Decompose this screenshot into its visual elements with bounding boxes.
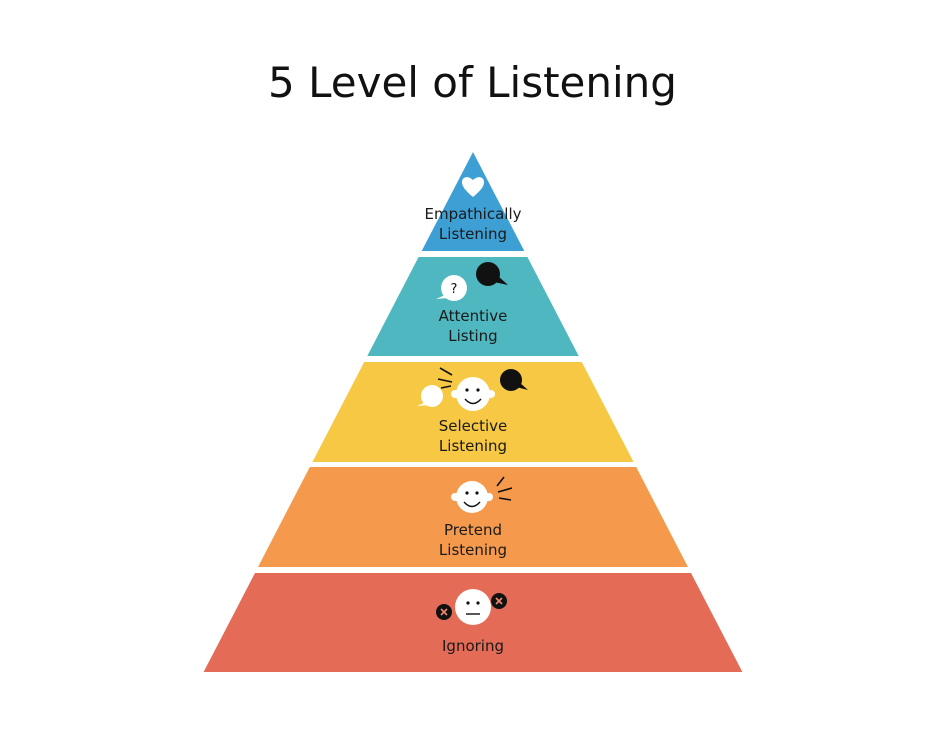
speech-bubble-icon xyxy=(476,262,508,286)
sound-lines-icon xyxy=(437,367,453,389)
level-empathically-listening: Empathically Listening xyxy=(421,152,525,251)
level-label-line2: Listening xyxy=(439,225,507,243)
speech-bubble-icon xyxy=(417,385,443,407)
level-label-line2: Listing xyxy=(448,327,497,345)
level-label-line2: Listening xyxy=(439,541,507,559)
level-label-line1: Attentive xyxy=(439,307,508,325)
level-ignoring: Ignoring xyxy=(203,573,743,672)
question-mark: ? xyxy=(451,282,458,297)
x-mark-icon xyxy=(491,593,507,609)
smiling-face-icon xyxy=(451,481,493,513)
level-band xyxy=(367,257,579,356)
level-label-line2: Listening xyxy=(439,437,507,455)
level-band xyxy=(312,362,634,462)
x-mark-icon xyxy=(436,604,452,620)
speech-bubble-icon xyxy=(500,369,528,391)
level-selective-listening: Selective Listening xyxy=(312,362,634,462)
level-label: Ignoring xyxy=(442,637,504,655)
level-label-line1: Selective xyxy=(439,417,508,435)
level-band xyxy=(421,152,525,251)
neutral-face-icon xyxy=(455,589,491,625)
level-label-line1: Empathically xyxy=(424,205,521,223)
sound-lines-icon xyxy=(496,476,513,501)
question-bubble-icon: ? xyxy=(436,275,467,301)
smiling-face-icon xyxy=(451,377,495,411)
heart-icon xyxy=(462,177,484,197)
level-label-line1: Pretend xyxy=(444,521,502,539)
level-pretend-listening: Pretend Listening xyxy=(258,467,688,567)
level-attentive-listing: ? Attentive Listing xyxy=(367,257,579,356)
level-band xyxy=(258,467,688,567)
page-title: 5 Level of Listening xyxy=(268,58,677,107)
